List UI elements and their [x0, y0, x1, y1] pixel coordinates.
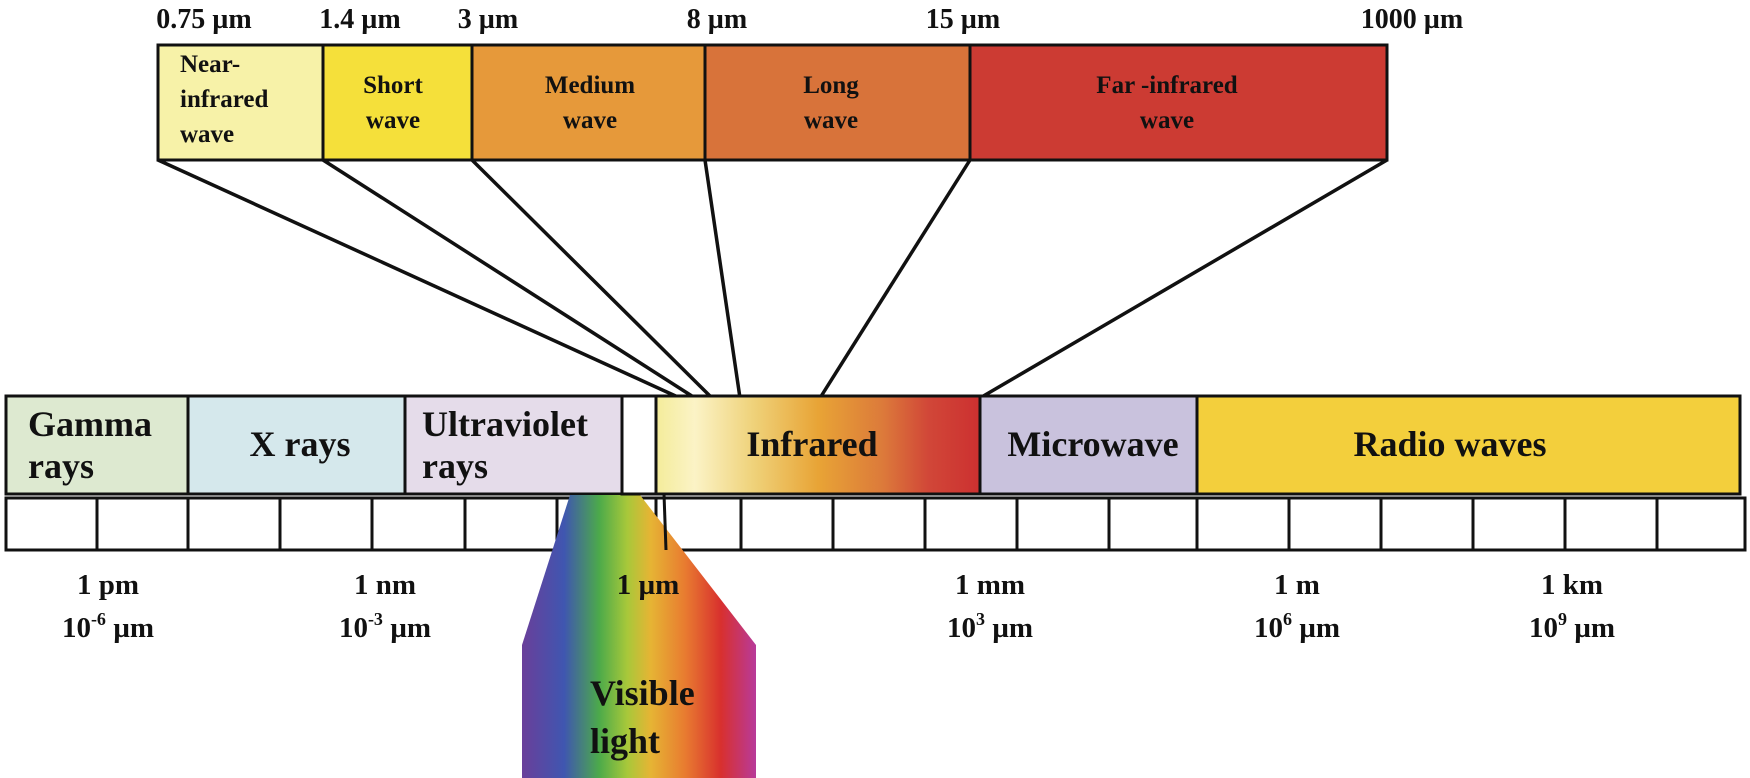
- scale-cell: [739, 496, 835, 552]
- scale-label-value: 1 pm: [77, 569, 139, 601]
- boundary-labels: 0.75 µm 1.4 µm 3 µm 8 µm 15 µm 1000 µm: [156, 4, 1463, 35]
- scale-label-power: 10-6 µm: [62, 609, 154, 644]
- subband-label-line: infrared: [180, 86, 269, 113]
- scale-cell: [278, 496, 374, 552]
- power-unit: µm: [383, 612, 431, 644]
- boundary-label: 3 µm: [458, 4, 518, 35]
- scale-label-value: 1 mm: [955, 569, 1025, 601]
- power-exponent: 3: [976, 609, 985, 629]
- scale-cell: [95, 496, 190, 552]
- visible-light-label-line: light: [590, 721, 660, 761]
- spectrum-band-label-line: X rays: [250, 424, 351, 464]
- spectrum-band-gamma-rays: [4, 394, 190, 496]
- spectrum-band-label-line: Gamma: [28, 404, 152, 444]
- scale-cell: [831, 496, 927, 552]
- visible-light-strip: [620, 394, 658, 496]
- scale-cell: [186, 496, 282, 552]
- subband-label-line: wave: [366, 107, 420, 134]
- spectrum-bands: [4, 394, 1742, 496]
- scale-label-power: 10-3 µm: [339, 609, 431, 644]
- scale-cells: [4, 496, 1747, 552]
- scale-cell: [1287, 496, 1383, 552]
- subband-label-line: wave: [1140, 107, 1194, 134]
- power-exponent: -3: [368, 609, 383, 629]
- scale-label-power: 103 µm: [947, 609, 1033, 644]
- infrared-subband-boxes: [156, 43, 1389, 162]
- visible-light-label-line: Visible: [590, 673, 695, 713]
- power-unit: µm: [985, 612, 1033, 644]
- visible-light-tick: [662, 493, 668, 551]
- power-base: 10: [1529, 612, 1558, 644]
- subband-label-line: Far -infrared: [1096, 72, 1238, 99]
- spectrum-band-microwave: [978, 394, 1199, 496]
- spectrum-band-x-rays: [186, 394, 407, 496]
- power-base: 10: [62, 612, 91, 644]
- power-unit: µm: [1292, 612, 1340, 644]
- subband-box-far-infrared-wave: [968, 43, 1389, 162]
- subband-label-line: Medium: [545, 72, 635, 99]
- visible-light-label: Visible light: [590, 673, 695, 761]
- subband-box-long-wave: [703, 43, 972, 162]
- power-base: 10: [339, 612, 368, 644]
- spectrum-band-label-line: rays: [28, 446, 94, 486]
- connector-lines: [157, 158, 1388, 400]
- spectrum-band-label-line: Infrared: [746, 424, 877, 464]
- spectrum-band-ultraviolet-rays: [403, 394, 624, 496]
- scale-label-power: 109 µm: [1529, 609, 1615, 644]
- power-exponent: -6: [91, 609, 106, 629]
- scale-cell: [1015, 496, 1111, 552]
- scale-label-power: 106 µm: [1254, 609, 1340, 644]
- power-exponent: 9: [1558, 609, 1567, 629]
- scale-label-value: 1 km: [1541, 569, 1603, 601]
- power-unit: µm: [106, 612, 154, 644]
- subband-label-line: wave: [804, 107, 858, 134]
- scale-label-value: 1 m: [1274, 569, 1320, 601]
- subband-labels: Near-infrared wave Short wave Medium wave Long…: [180, 51, 1238, 148]
- boundary-label: 1.4 µm: [319, 4, 400, 35]
- boundary-label: 15 µm: [926, 4, 1000, 35]
- boundary-label: 8 µm: [687, 4, 747, 35]
- scale-cell: [923, 496, 1019, 552]
- scale-cell: [1563, 496, 1659, 552]
- scale-cell: [1195, 496, 1291, 552]
- scale-label-value: 1 µm: [617, 569, 680, 601]
- scale-cell: [1107, 496, 1199, 552]
- subband-label-line: Short: [363, 72, 423, 99]
- subband-box-medium-wave: [470, 43, 707, 162]
- subband-label-line: Long: [803, 72, 859, 99]
- power-base: 10: [947, 612, 976, 644]
- subband-label-line: Near-: [180, 51, 240, 78]
- power-unit: µm: [1567, 612, 1615, 644]
- subband-label-line: wave: [563, 107, 617, 134]
- scale-cell: [1655, 496, 1747, 552]
- spectrum-band-label-line: Ultraviolet: [422, 404, 588, 444]
- visible-light-prism: [522, 495, 756, 778]
- spectrum-band-radio-waves: [1195, 394, 1742, 496]
- boundary-label: 1000 µm: [1361, 4, 1463, 35]
- spectrum-band-label-line: rays: [422, 446, 488, 486]
- power-base: 10: [1254, 612, 1283, 644]
- scale-cell: [370, 496, 467, 552]
- power-exponent: 6: [1283, 609, 1292, 629]
- subband-box-short-wave: [321, 43, 474, 162]
- spectrum-band-label-line: Microwave: [1007, 424, 1178, 464]
- scale-cell: [1379, 496, 1475, 552]
- subband-label-line: wave: [180, 121, 234, 148]
- scale-cell: [463, 496, 559, 552]
- spectrum-band-label-line: Radio waves: [1353, 424, 1546, 464]
- subband-box-near-infrared-wave: [156, 43, 325, 162]
- scale-cell: [1471, 496, 1567, 552]
- scale-cell: [4, 496, 99, 552]
- boundary-label: 0.75 µm: [156, 4, 251, 35]
- scale-label-value: 1 nm: [354, 569, 416, 601]
